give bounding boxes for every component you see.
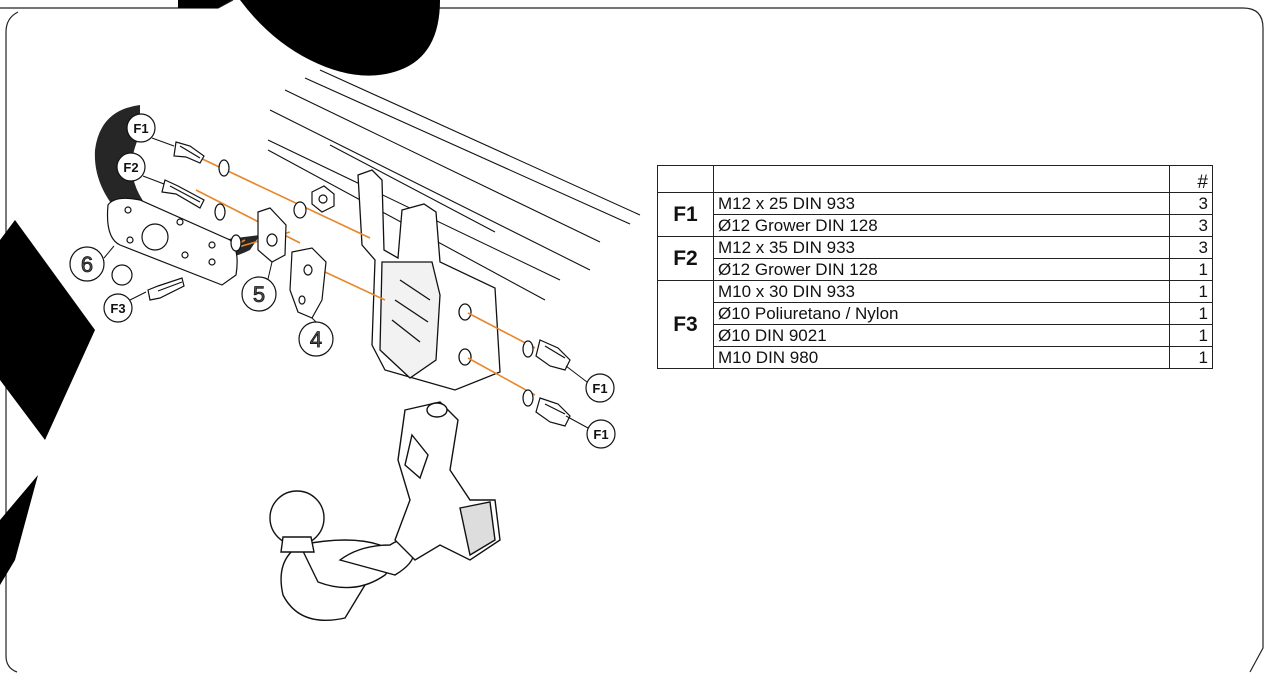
mounting-bracket — [357, 169, 501, 391]
callout-f1-right-b: F1 — [593, 427, 608, 442]
row-desc: M12 x 25 DIN 933 — [713, 192, 1170, 215]
washer-icon — [214, 159, 534, 407]
group-label-f1: F1 — [657, 192, 714, 237]
table-row: Ø12 Grower DIN 128 1 — [658, 258, 1213, 281]
row-desc: Ø10 DIN 9021 — [713, 324, 1170, 347]
row-qty: 1 — [1169, 346, 1213, 369]
fastener-table: # F1 M12 x 25 DIN 933 3 Ø12 Grower DIN 1… — [657, 165, 1213, 369]
row-qty: 3 — [1169, 236, 1213, 259]
table-row: F3 M10 x 30 DIN 933 1 — [657, 280, 1213, 369]
part-4-label: 4 — [310, 327, 322, 352]
row-qty: 3 — [1169, 192, 1213, 215]
table-row: M10 DIN 980 1 — [658, 346, 1213, 369]
part-number-labels: 6 5 4 — [80, 252, 322, 353]
callout-f3: F3 — [110, 301, 125, 316]
part-5-label: 5 — [253, 282, 265, 307]
bolt-icon — [147, 141, 571, 427]
row-qty: 1 — [1169, 280, 1213, 303]
row-qty: 1 — [1169, 324, 1213, 347]
nut-icon — [311, 185, 335, 213]
table-row: Ø10 Poliuretano / Nylon 1 — [658, 302, 1213, 325]
header-desc-cell — [713, 165, 1170, 193]
row-qty: 1 — [1169, 302, 1213, 325]
row-qty: 3 — [1169, 214, 1213, 237]
header-blank-cell — [657, 165, 714, 193]
part-6-label: 6 — [81, 252, 93, 277]
row-desc: M10 DIN 980 — [713, 346, 1170, 369]
callout-f1-right-a: F1 — [592, 381, 607, 396]
callout-circles — [69, 113, 616, 449]
header-qty-cell: # — [1169, 165, 1213, 193]
callout-labels: F1 F2 F3 F1 F1 — [110, 121, 608, 442]
socket-plate — [106, 197, 238, 286]
table-row: Ø12 Grower DIN 128 3 — [658, 214, 1213, 237]
table-row: F2 M12 x 35 DIN 933 3 — [657, 236, 1213, 281]
spacer-block — [257, 207, 287, 263]
table-row: F1 M12 x 25 DIN 933 3 — [657, 192, 1213, 237]
table-header-row: # — [657, 165, 1213, 193]
row-desc: Ø10 Poliuretano / Nylon — [713, 302, 1170, 325]
table-row: Ø10 DIN 9021 1 — [658, 324, 1213, 347]
row-desc: M10 x 30 DIN 933 — [713, 280, 1170, 303]
callout-f1-top: F1 — [133, 121, 148, 136]
row-qty: 1 — [1169, 258, 1213, 281]
link-plate — [289, 247, 327, 319]
group-label-f2: F2 — [657, 236, 714, 281]
row-desc: M12 x 35 DIN 933 — [713, 236, 1170, 259]
row-desc: Ø12 Grower DIN 128 — [713, 258, 1170, 281]
row-desc: Ø12 Grower DIN 128 — [713, 214, 1170, 237]
callout-f2: F2 — [123, 160, 138, 175]
tow-ball-icon — [269, 401, 501, 622]
group-label-f3: F3 — [657, 280, 714, 369]
